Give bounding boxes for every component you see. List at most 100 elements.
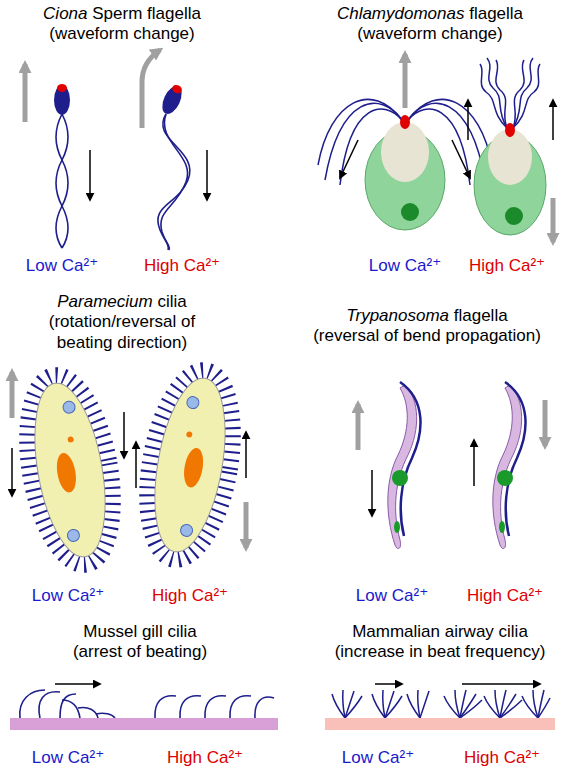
condition-label: Low Ca²⁺ bbox=[13, 586, 123, 606]
illustration-part bbox=[180, 523, 194, 537]
illustration-part bbox=[340, 140, 358, 178]
illustration-part bbox=[375, 683, 402, 685]
illustration-part bbox=[158, 82, 186, 117]
trypanosoma-high bbox=[493, 382, 526, 549]
illustration-part bbox=[499, 521, 505, 533]
illustration-part bbox=[14, 369, 126, 572]
illustration-part bbox=[495, 690, 500, 718]
illustration-part bbox=[78, 707, 98, 718]
illustration-part bbox=[186, 396, 200, 410]
illustration-part bbox=[143, 373, 237, 557]
illustration-part bbox=[487, 58, 507, 128]
illustration-part bbox=[455, 690, 460, 718]
illustration-part bbox=[343, 690, 345, 718]
illustration-part bbox=[39, 692, 60, 718]
illustration-part bbox=[180, 696, 201, 718]
illustration-part bbox=[371, 470, 373, 516]
illustration-part bbox=[158, 114, 190, 250]
condition-label: Low Ca²⁺ bbox=[323, 748, 433, 768]
illustration-part bbox=[385, 696, 402, 718]
illustration-part bbox=[383, 690, 385, 718]
illustration-part bbox=[418, 690, 420, 718]
illustration-part bbox=[62, 400, 76, 414]
illustration-part bbox=[473, 440, 475, 486]
illustration-part bbox=[20, 690, 45, 718]
illustration-part bbox=[513, 60, 524, 128]
illustration-part bbox=[60, 694, 76, 718]
illustration-part bbox=[381, 122, 429, 182]
illustration-part bbox=[513, 58, 533, 128]
panel-title: Mussel gill cilia (arrest of beating) bbox=[25, 622, 255, 663]
illustration-part bbox=[345, 696, 362, 718]
illustration-part bbox=[161, 114, 188, 250]
illustration-part bbox=[500, 694, 516, 718]
paramecium-low bbox=[14, 369, 126, 572]
chlamydomonas-high bbox=[474, 58, 546, 235]
condition-label: High Ca²⁺ bbox=[127, 256, 237, 276]
condition-label: Low Ca²⁺ bbox=[337, 586, 447, 606]
illustration-part bbox=[158, 83, 185, 117]
illustration-part bbox=[460, 700, 482, 718]
illustration-part bbox=[505, 382, 526, 536]
illustration-part bbox=[123, 412, 125, 458]
illustration-part bbox=[11, 448, 13, 496]
illustration-part bbox=[500, 700, 522, 718]
condition-label: Low Ca²⁺ bbox=[13, 748, 123, 768]
illustration-part bbox=[255, 697, 274, 718]
illustration-part bbox=[56, 114, 68, 248]
illustration-part bbox=[181, 446, 206, 489]
illustration-part bbox=[538, 698, 550, 718]
epithelium-bar bbox=[10, 718, 278, 730]
illustration-part bbox=[480, 64, 507, 128]
illustration-part bbox=[401, 203, 419, 221]
illustration-part bbox=[505, 123, 515, 137]
illustration-part bbox=[54, 85, 70, 115]
condition-label: Low Ca²⁺ bbox=[350, 256, 460, 276]
condition-label: High Ca²⁺ bbox=[447, 748, 557, 768]
illustration-part bbox=[96, 713, 115, 718]
epithelium-bar bbox=[325, 718, 555, 730]
illustration-part bbox=[57, 84, 67, 92]
illustration-part bbox=[460, 694, 476, 718]
illustration-part bbox=[467, 100, 469, 140]
illustration-part bbox=[552, 100, 554, 140]
illustration-part bbox=[23, 64, 28, 122]
illustration-part bbox=[543, 400, 548, 446]
illustration-part bbox=[55, 683, 100, 685]
condition-label: High Ca²⁺ bbox=[135, 586, 245, 606]
illustration-part bbox=[186, 431, 193, 438]
illustration-part bbox=[505, 207, 523, 225]
illustration-part bbox=[394, 521, 400, 533]
chlamydomonas-low bbox=[318, 99, 492, 230]
illustration-part bbox=[403, 54, 408, 108]
panel-title: Mammalian airway cilia (increase in beat… bbox=[320, 622, 560, 663]
illustration-part bbox=[392, 470, 408, 486]
illustration-part bbox=[496, 60, 507, 128]
illustration-part bbox=[497, 470, 513, 486]
illustration-part bbox=[205, 696, 226, 718]
illustration-part bbox=[230, 696, 251, 718]
illustration-part bbox=[480, 58, 540, 128]
illustration-part bbox=[400, 115, 410, 129]
panel-title: Trypanosoma flagella (reversal of bend p… bbox=[292, 306, 562, 347]
illustration-part bbox=[67, 436, 74, 443]
illustration-part bbox=[89, 150, 91, 200]
illustration-part bbox=[23, 378, 117, 562]
illustration-part bbox=[488, 129, 532, 185]
condition-label: High Ca²⁺ bbox=[150, 748, 260, 768]
illustration-part bbox=[400, 382, 421, 536]
ciona-sperm-high bbox=[158, 82, 190, 250]
illustration-part bbox=[462, 683, 540, 685]
illustration-part bbox=[533, 690, 538, 718]
panel-title: Chlamydomonas flagella (waveform change) bbox=[305, 4, 555, 45]
illustration-part bbox=[206, 150, 208, 200]
illustration-part bbox=[551, 198, 556, 242]
airway-cilia bbox=[332, 690, 550, 718]
illustration-part bbox=[245, 432, 247, 478]
illustration-part bbox=[54, 451, 79, 494]
condition-label: High Ca²⁺ bbox=[450, 586, 560, 606]
panel-title: Paramecium cilia (rotation/reversal of b… bbox=[22, 292, 222, 353]
condition-label: Low Ca²⁺ bbox=[7, 256, 117, 276]
mussel-cilia bbox=[20, 690, 274, 718]
illustration-part bbox=[356, 404, 361, 450]
